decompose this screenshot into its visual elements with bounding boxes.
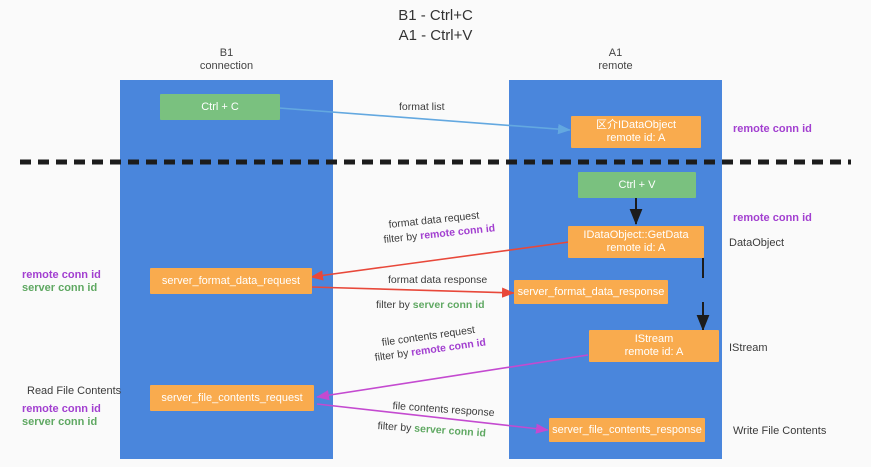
annotation-write-file-contents: Write File Contents [733,425,827,437]
node-server-file-contents-request[interactable]: server_file_contents_request [150,385,314,411]
filter-prefix: filter by [383,230,421,246]
node-idataobject-getdata[interactable]: IDataObject::GetData remote id: A [568,226,704,258]
node-server-file-contents-response[interactable]: server_file_contents_response [549,418,705,442]
annotation-left-server-conn-id-2: server conn id [22,416,98,428]
edge-format-data-request [310,241,570,281]
annotation-istream: IStream [729,342,768,354]
edge-format-list [278,107,571,135]
annotation-remote-conn-id-top: remote conn id [733,123,812,135]
node-server-format-data-response[interactable]: server_format_data_response [514,280,668,304]
node-ctrl-v[interactable]: Ctrl + V [578,172,696,198]
annotation-left-server-conn-id-1: server conn id [22,282,98,294]
lane-heading-a1: A1 remote [598,47,633,72]
edge-label-format-data-response-filter: filter by server conn id [376,299,485,312]
edge-format-data-response [310,286,515,298]
annotation-left-remote-conn-id-1: remote conn id [22,269,101,281]
node-server-format-data-request[interactable]: server_format_data_request [150,268,312,294]
filter-prefix: filter by [377,420,415,435]
node-ctrl-c[interactable]: Ctrl + C [160,94,280,120]
filter-prefix: filter by [376,299,413,311]
edge-label-format-data-response: format data response [388,274,488,286]
edge-file-contents-response [316,403,549,434]
diagram-title: B1 - Ctrl+C A1 - Ctrl+V [398,7,473,44]
annotation-dataobject: DataObject [729,237,785,249]
lane-heading-b1: B1 connection [199,47,254,72]
node-idataobject-remote[interactable]: 区介IDataObject remote id: A [571,116,701,148]
annotation-remote-conn-id-mid: remote conn id [733,212,812,224]
annotation-left-remote-conn-id-2: remote conn id [22,403,101,415]
edge-file-contents-request [316,354,589,401]
node-istream[interactable]: IStream remote id: A [589,330,719,362]
edge-label-format-list: format list [399,101,445,113]
annotation-read-file-contents: Read File Contents [27,385,122,397]
filter-key: server conn id [412,299,485,311]
